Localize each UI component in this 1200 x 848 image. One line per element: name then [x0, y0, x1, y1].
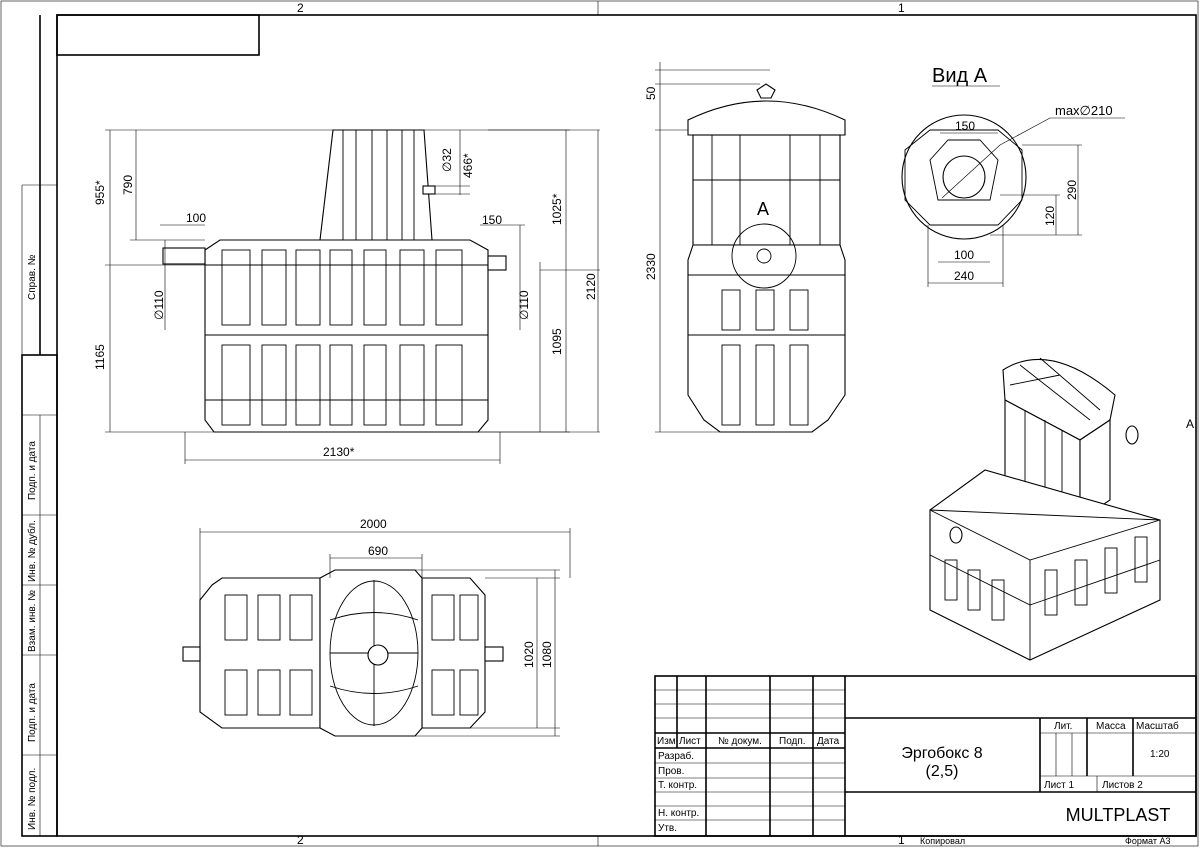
tb-mass-label: Масса: [1096, 721, 1126, 732]
tb-role-norm-control: Н. контр.: [658, 808, 699, 819]
zone-label-bottom-right: 1: [898, 833, 905, 847]
front-dimensions: [105, 129, 600, 464]
dim-view-240: 240: [954, 269, 974, 283]
view-a: Вид А max∅210 150 290 120 100 240: [901, 65, 1125, 287]
top-view: 2000 690 1020 1080: [182, 517, 571, 737]
tb-product-variant: (2,5): [926, 763, 959, 780]
tb-header-date: Дата: [817, 736, 840, 747]
dim-50: 50: [644, 86, 658, 100]
stamp-inv-orig: Инв. № подл.: [27, 768, 38, 830]
tb-company: MULTPLAST: [1066, 805, 1171, 825]
top-opening: [367, 644, 389, 666]
dim-100: 100: [186, 211, 206, 225]
tb-role-tech-control: Т. контр.: [658, 780, 697, 791]
tb-lit-label: Лит.: [1054, 721, 1072, 732]
zone-label-top-right: 1: [898, 1, 905, 15]
tb-scale-value: 1:20: [1150, 749, 1170, 760]
front-ribs: [205, 249, 488, 426]
top-inlet-pipe: [182, 646, 201, 662]
tb-header-izm: Изм.: [657, 736, 678, 747]
dim-466: 466*: [461, 153, 475, 178]
side-tank-body: [687, 83, 846, 433]
dim-2330: 2330: [644, 253, 658, 280]
tb-sheet-total: Листов 2: [1102, 780, 1143, 791]
outlet-pipe: [487, 255, 507, 271]
dim-1025: 1025*: [550, 193, 564, 225]
dim-view-290: 290: [1065, 180, 1079, 200]
tb-role-checked: Пров.: [658, 766, 684, 777]
title-block: [654, 675, 1197, 837]
dim-690: 690: [368, 544, 388, 558]
dim-view-100: 100: [954, 248, 974, 262]
tb-role-developed: Разраб.: [658, 750, 694, 762]
dim-view-120: 120: [1043, 206, 1057, 226]
top-outlet-pipe: [484, 646, 504, 662]
isometric-view: [929, 357, 1161, 661]
stamp-sign-date-1: Подп. и дата: [27, 441, 38, 500]
dim-2000: 2000: [360, 517, 387, 531]
front-tank-body: [162, 129, 507, 433]
dim-2130: 2130*: [323, 445, 355, 459]
front-view: 955* 790 100 ∅32 466* 150 1025* ∅110 ∅11…: [93, 129, 600, 464]
inlet-pipe: [162, 247, 206, 265]
side-view: 50 2330 A: [644, 62, 846, 433]
tb-sheet-number: Лист 1: [1044, 780, 1075, 791]
stamp-repl-inv: Взам. инв. №: [27, 590, 38, 652]
stamp-dup-inv: Инв. № дубл.: [26, 520, 38, 582]
view-a-marker-circle: [731, 223, 797, 289]
dim-view-150: 150: [955, 119, 975, 133]
tb-role-approved: Утв.: [658, 823, 677, 834]
dim-955: 955*: [93, 180, 107, 205]
dim-790: 790: [121, 175, 135, 195]
dim-max-210: max∅210: [1055, 103, 1113, 118]
zone-label-bottom-left: 2: [297, 833, 304, 847]
tb-header-sign: Подп.: [779, 736, 806, 747]
dim-150: 150: [482, 213, 502, 227]
stamp-ref-number: Справ. №: [27, 254, 38, 300]
dim-1095: 1095: [550, 328, 564, 355]
dim-1080: 1080: [540, 641, 554, 668]
tb-header-doc: № докум.: [718, 736, 762, 747]
sheet-format-label: Формат А3: [1125, 836, 1170, 846]
dim-32: ∅32: [440, 148, 454, 172]
dim-110-left: ∅110: [152, 290, 166, 320]
dim-110-right: ∅110: [517, 290, 531, 320]
stamp-sign-date-2: Подп. и дата: [27, 683, 38, 742]
vent-pipe: [422, 185, 436, 195]
tb-header-list: Лист: [679, 736, 701, 747]
zone-label-top-left: 2: [297, 1, 304, 15]
dim-1165: 1165: [93, 344, 107, 370]
iso-pipe: [1125, 425, 1139, 445]
side-dimensions: [655, 62, 770, 433]
view-a-title: Вид А: [932, 65, 988, 87]
zone-label-side: A: [1186, 417, 1194, 431]
tb-scale-label: Масштаб: [1136, 720, 1179, 732]
section-mark-a: A: [757, 199, 769, 219]
dim-1020: 1020: [522, 641, 536, 668]
tb-product-name: Эргобокс 8: [901, 745, 982, 762]
dim-2120: 2120: [584, 273, 598, 300]
sheet-copied-label: Копировал: [920, 836, 965, 846]
